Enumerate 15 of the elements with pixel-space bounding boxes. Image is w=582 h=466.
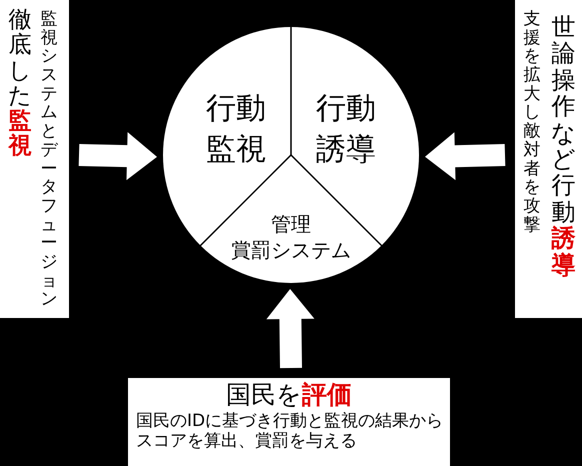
block-arrow: [425, 132, 506, 180]
info-panel: [0, 0, 69, 318]
description: 国民のIDに基づき行動と監視の結果からスコアを算出、賞罰を与える: [136, 412, 444, 452]
block-arrow: [266, 289, 314, 368]
sector-label: 行動誘導: [315, 90, 377, 168]
description: 支援を拡大し敵対者を攻撃: [523, 10, 541, 234]
heading: 徹底した監視: [8, 8, 32, 160]
sector-label: 管理賞罰システム: [230, 211, 352, 263]
description: 監視システムとデータフュージョン: [40, 10, 58, 309]
info-panel: [128, 378, 450, 466]
block-arrow: [78, 132, 157, 180]
heading: 国民を評価: [225, 381, 353, 410]
info-panel: [515, 0, 582, 318]
heading: 世論操作など行動誘導: [551, 14, 576, 278]
sector-label: 行動監視: [205, 90, 267, 168]
